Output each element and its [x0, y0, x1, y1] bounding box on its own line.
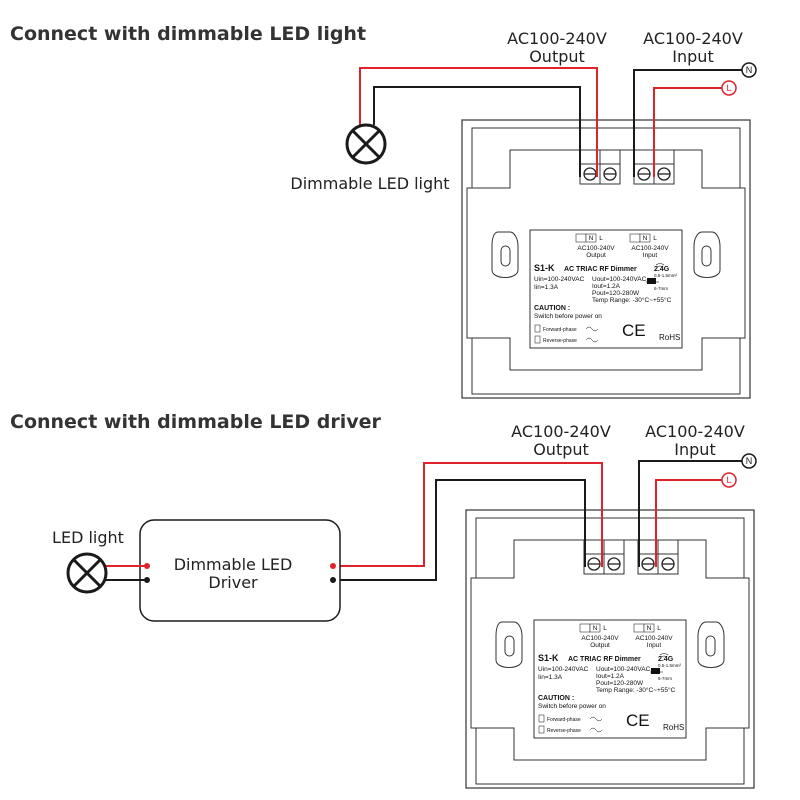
led-light-label: LED light [52, 528, 124, 547]
label-pout: Pout=120-280W [592, 290, 640, 297]
label-switch-note: Switch before power on [534, 313, 602, 320]
label-term-l-in: L [653, 235, 657, 242]
light-neutral-terminal: N [741, 62, 757, 78]
led-light-icon [66, 552, 108, 594]
driver-dimmer-device: N L N L AC100-240V Output AC100-240V Inp… [465, 509, 755, 789]
light-output-label-line1: AC100-240V [507, 29, 607, 48]
label-output-caption-2: Output [590, 642, 610, 649]
label-forward: Forward-phase [547, 717, 581, 723]
label-output-caption-1: AC100-240V [577, 245, 615, 252]
label-uout: Uout=100-240VAC [596, 666, 651, 673]
light-live-terminal: L [721, 80, 737, 96]
label-caution: CAUTION : [534, 305, 570, 312]
label-forward: Forward-phase [543, 327, 577, 333]
driver-output-label-line1: AC100-240V [511, 422, 611, 441]
driver-label-line2: Driver [208, 573, 258, 592]
label-model-desc: AC TRIAC RF Dimmer [564, 266, 637, 273]
label-iin: Iin=1.3A [534, 284, 559, 291]
label-term-l-in: L [657, 625, 661, 632]
led-driver-box [139, 519, 341, 622]
label-model-desc: AC TRIAC RF Dimmer [568, 656, 641, 663]
ce-mark: CE [626, 711, 650, 730]
label-output-caption-2: Output [586, 252, 606, 259]
section-light-title: Connect with dimmable LED light [10, 23, 366, 45]
driver-live-terminal: L [721, 472, 737, 488]
label-term-n-in: N [643, 235, 648, 242]
light-input-label-line2: Input [672, 47, 713, 66]
light-live-letter: L [726, 83, 731, 93]
label-term-n-in: N [647, 625, 652, 632]
driver-label-line1: Dimmable LED [174, 555, 293, 574]
label-wire: 0.5-1.5mm² [654, 273, 678, 278]
label-uin: Uin=100-240VAC [538, 666, 589, 673]
label-term-l-out: L [603, 625, 607, 632]
label-term-n-out: N [593, 625, 598, 632]
ce-mark: CE [622, 321, 646, 340]
driver-output-neutral-wire [333, 479, 586, 581]
driver-neutral-terminal: N [741, 453, 757, 469]
driver-input-label-line2: Input [674, 440, 715, 459]
rohs-mark: RoHS [663, 723, 684, 732]
driver-input-label-line1: AC100-240V [645, 422, 745, 441]
driver-neutral-letter: N [746, 456, 753, 466]
label-temp: Temp Range: -30°C~+55°C [592, 296, 672, 304]
label-temp: Temp Range: -30°C~+55°C [596, 686, 676, 694]
label-input-caption-1: AC100-240V [635, 635, 673, 642]
label-input-caption-2: Input [643, 252, 658, 259]
rohs-mark: RoHS [659, 333, 680, 342]
label-switch-note: Switch before power on [538, 703, 606, 710]
lamp-icon [345, 123, 387, 165]
label-model: S1-K [534, 263, 555, 273]
driver-live-letter: L [726, 475, 731, 485]
light-input-live-wire [653, 87, 722, 177]
label-term-l-out: L [599, 235, 603, 242]
label-reverse: Reverse-phase [543, 338, 577, 344]
driver-output-live-wire [333, 462, 603, 567]
label-iout: Iout=1.2A [596, 673, 625, 680]
driver-input-live-wire [655, 479, 722, 567]
light-output-label-line2: Output [529, 47, 585, 66]
light-input-label-line1: AC100-240V [643, 29, 743, 48]
dimmable-led-light-label: Dimmable LED light [290, 174, 449, 193]
label-reverse: Reverse-phase [547, 728, 581, 734]
label-caution: CAUTION : [538, 695, 574, 702]
label-output-caption-1: AC100-240V [581, 635, 619, 642]
label-term-n-out: N [589, 235, 594, 242]
label-uin: Uin=100-240VAC [534, 276, 585, 283]
label-model: S1-K [538, 653, 559, 663]
label-iout: Iout=1.2A [592, 283, 621, 290]
label-pout: Pout=120-280W [596, 680, 644, 687]
label-strip: 6-7mm [654, 286, 668, 291]
driver-output-label-line2: Output [533, 440, 589, 459]
section-driver-title: Connect with dimmable LED driver [10, 411, 382, 433]
label-iin: Iin=1.3A [538, 674, 563, 681]
label-rf: 2.4G [654, 266, 670, 273]
label-strip: 6-7mm [658, 676, 672, 681]
light-input-neutral-wire [633, 69, 742, 177]
label-input-caption-1: AC100-240V [631, 245, 669, 252]
light-neutral-letter: N [746, 65, 753, 75]
label-wire: 0.5-1.5mm² [658, 663, 682, 668]
label-rf: 2.4G [658, 656, 674, 663]
label-input-caption-2: Input [647, 642, 662, 649]
driver-input-neutral-wire [638, 460, 742, 567]
light-output-live-wire [359, 67, 598, 177]
label-uout: Uout=100-240VAC [592, 276, 647, 283]
light-output-neutral-wire [373, 86, 581, 177]
light-dimmer-device: N L N L AC100-240V Output AC100-240V Inp… [461, 119, 751, 399]
